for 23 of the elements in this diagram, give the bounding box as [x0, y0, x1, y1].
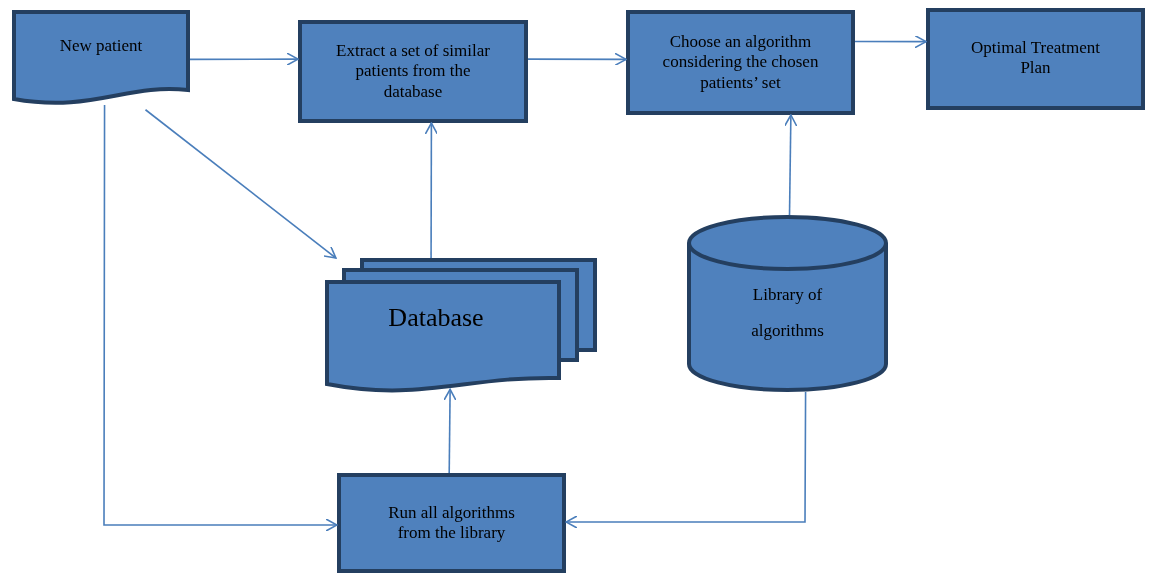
- node-label: Optimal Treatment Plan: [970, 38, 1101, 79]
- node-label: Library of algorithms: [750, 284, 825, 342]
- node-label: New patient: [59, 36, 143, 57]
- arrow: [144, 108, 337, 259]
- arrow: [565, 391, 807, 529]
- process-box: [337, 473, 566, 573]
- arrow: [443, 388, 457, 474]
- node-label: Choose an algorithm considering the chosen patients’ set: [661, 31, 820, 94]
- process-box: [298, 20, 528, 123]
- multi-document-shape: [325, 258, 597, 392]
- database-cylinder: [687, 215, 888, 392]
- arrow: [103, 104, 338, 532]
- document-shape: [12, 10, 190, 105]
- node-label: Extract a set of similar patients from the database: [335, 40, 491, 103]
- arrow: [527, 52, 627, 67]
- process-box: [626, 10, 855, 115]
- arrow: [854, 34, 927, 49]
- arrow: [189, 52, 299, 66]
- node-label: Database: [388, 302, 484, 334]
- node-label: Run all algorithms from the library: [387, 502, 516, 544]
- process-box: [926, 8, 1145, 110]
- arrow: [424, 122, 439, 259]
- arrow: [783, 114, 798, 216]
